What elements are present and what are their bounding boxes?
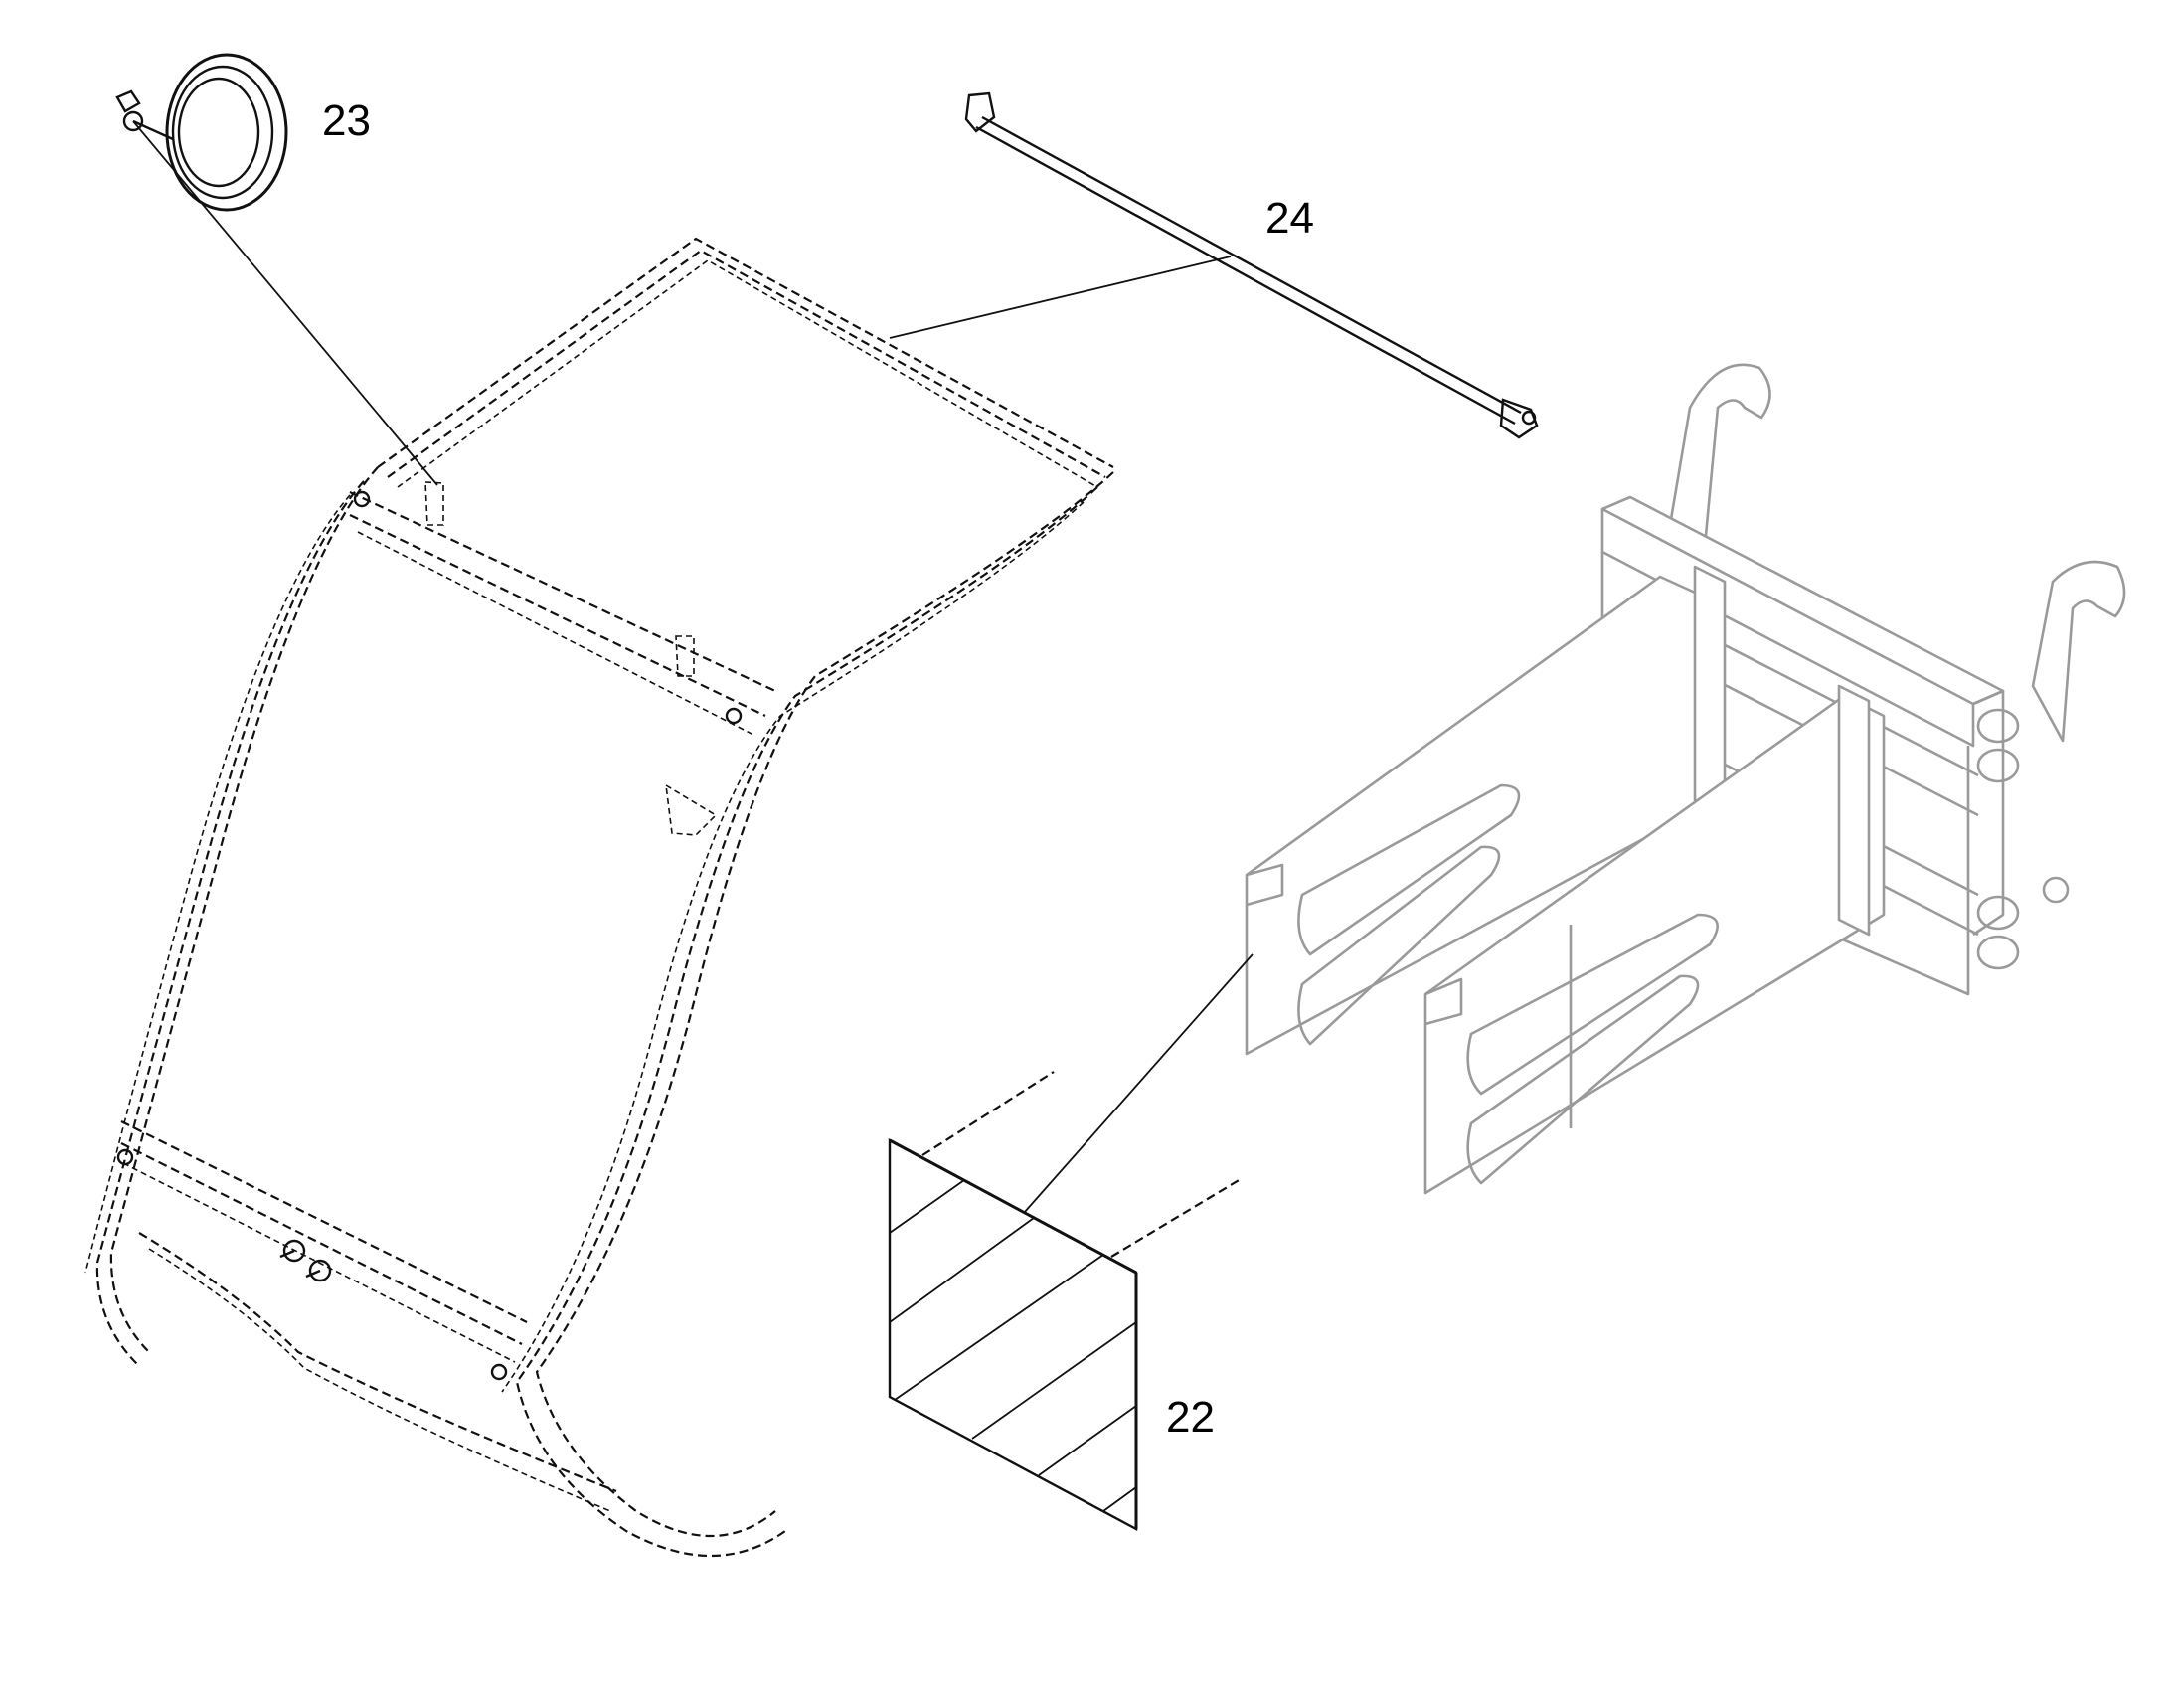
callout-24: 24 [1265, 194, 1314, 243]
part-23-round-lamp[interactable] [115, 53, 288, 212]
attachment-bale-clamp [1245, 363, 2126, 1195]
part-24-tie-rod[interactable] [964, 91, 1539, 439]
part-22-glass-panel[interactable] [888, 1071, 1242, 1532]
callout-23: 23 [322, 96, 371, 145]
leader-23 [132, 120, 438, 486]
leader-24 [889, 256, 1232, 339]
leader-lines [132, 120, 1254, 1214]
leader-22 [1023, 953, 1254, 1214]
callout-22: 22 [1166, 1393, 1215, 1442]
cab-frame-outline [84, 237, 1114, 1558]
